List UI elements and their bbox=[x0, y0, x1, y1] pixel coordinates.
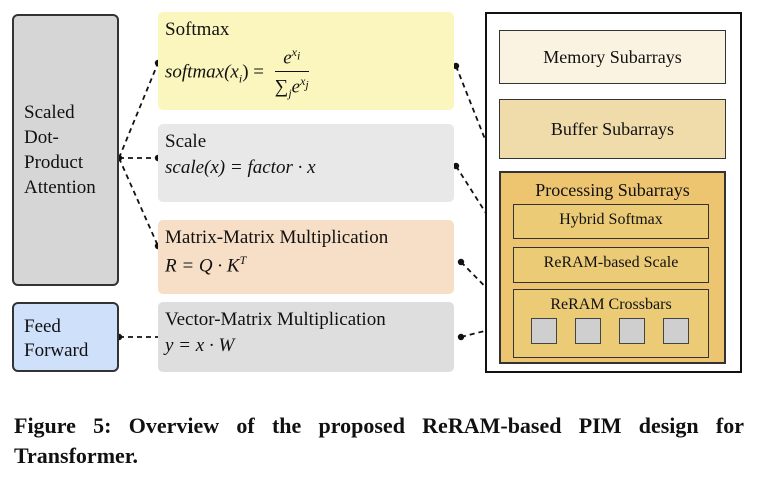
softmax-formula: softmax(xi) = exi ∑jexj bbox=[165, 45, 309, 101]
scale-formula: scale(x) = factor · x bbox=[165, 157, 316, 178]
hybrid-softmax-box: Hybrid Softmax bbox=[513, 204, 709, 239]
matrix-matrix-box: Matrix-Matrix Multiplication R = Q · KT bbox=[158, 220, 454, 294]
softmax-eq: ) = bbox=[242, 61, 265, 83]
numerator-base: e bbox=[283, 47, 292, 69]
figure-caption: Figure 5: Overview of the proposed ReRAM… bbox=[14, 413, 744, 468]
attention-line-4: Attention bbox=[24, 177, 96, 198]
memory-subarrays-label: Memory Subarrays bbox=[543, 47, 682, 67]
feed-forward-label: Feed Forward bbox=[24, 315, 88, 363]
softmax-denominator: ∑jexj bbox=[275, 72, 309, 101]
attention-line-1: Scaled bbox=[24, 102, 75, 123]
softmax-lhs-sub: i bbox=[238, 71, 243, 86]
denominator-base: e bbox=[291, 76, 301, 98]
scale-box: Scale scale(x) = factor · x bbox=[158, 124, 454, 202]
crossbar-cell bbox=[619, 318, 645, 344]
feed-forward-box: Feed Forward bbox=[12, 302, 119, 372]
matmul-formula: R = Q · KT bbox=[165, 253, 246, 277]
numerator-exp-sub: i bbox=[296, 48, 301, 63]
denominator-exp: x bbox=[300, 74, 306, 89]
vector-matrix-box: Vector-Matrix Multiplication y = x · W bbox=[158, 302, 454, 372]
softmax-numerator: exi bbox=[274, 45, 309, 73]
denominator-exp-sub: j bbox=[305, 77, 309, 92]
reram-scale-label: ReRAM-based Scale bbox=[543, 254, 679, 271]
buffer-subarrays-label: Buffer Subarrays bbox=[550, 119, 675, 139]
scaled-dot-product-attention-box: Scaled Dot- Product Attention bbox=[12, 14, 119, 286]
crossbar-cell bbox=[663, 318, 689, 344]
softmax-fraction: exi ∑jexj bbox=[274, 45, 309, 101]
scale-title: Scale bbox=[165, 131, 207, 152]
buffer-subarrays-box: Buffer Subarrays bbox=[499, 99, 726, 159]
memory-subarrays-box: Memory Subarrays bbox=[499, 30, 726, 84]
attention-label: Scaled Dot- Product Attention bbox=[24, 100, 119, 200]
connector-attention-matmul bbox=[118, 157, 162, 250]
softmax-box: Softmax softmax(xi) = exi ∑jexj bbox=[158, 12, 454, 110]
processing-subarrays-label: Processing Subarrays bbox=[535, 180, 690, 200]
reram-crossbars-label: ReRAM Crossbars bbox=[550, 296, 672, 313]
hybrid-softmax-label: Hybrid Softmax bbox=[559, 211, 663, 228]
vecmat-title: Vector-Matrix Multiplication bbox=[165, 309, 386, 330]
sum-index: j bbox=[288, 86, 292, 101]
feed-forward-line-2: Forward bbox=[24, 340, 89, 361]
attention-line-3: Product bbox=[24, 152, 84, 173]
sum-symbol: ∑ bbox=[274, 76, 289, 98]
vecmat-formula: y = x · W bbox=[165, 335, 235, 356]
numerator-exp: x bbox=[291, 45, 297, 59]
matmul-title: Matrix-Matrix Multiplication bbox=[165, 227, 389, 248]
crossbar-cell bbox=[575, 318, 601, 344]
reram-scale-box: ReRAM-based Scale bbox=[513, 247, 709, 283]
connector-attention-softmax bbox=[115, 59, 162, 162]
matmul-formula-text: R = Q · K bbox=[165, 255, 240, 277]
softmax-lhs: softmax(x bbox=[165, 61, 239, 83]
matmul-transpose: T bbox=[239, 253, 247, 267]
softmax-title: Softmax bbox=[165, 19, 230, 40]
attention-line-2: Dot- bbox=[24, 127, 59, 148]
feed-forward-line-1: Feed bbox=[24, 316, 61, 337]
crossbar-cell bbox=[531, 318, 557, 344]
